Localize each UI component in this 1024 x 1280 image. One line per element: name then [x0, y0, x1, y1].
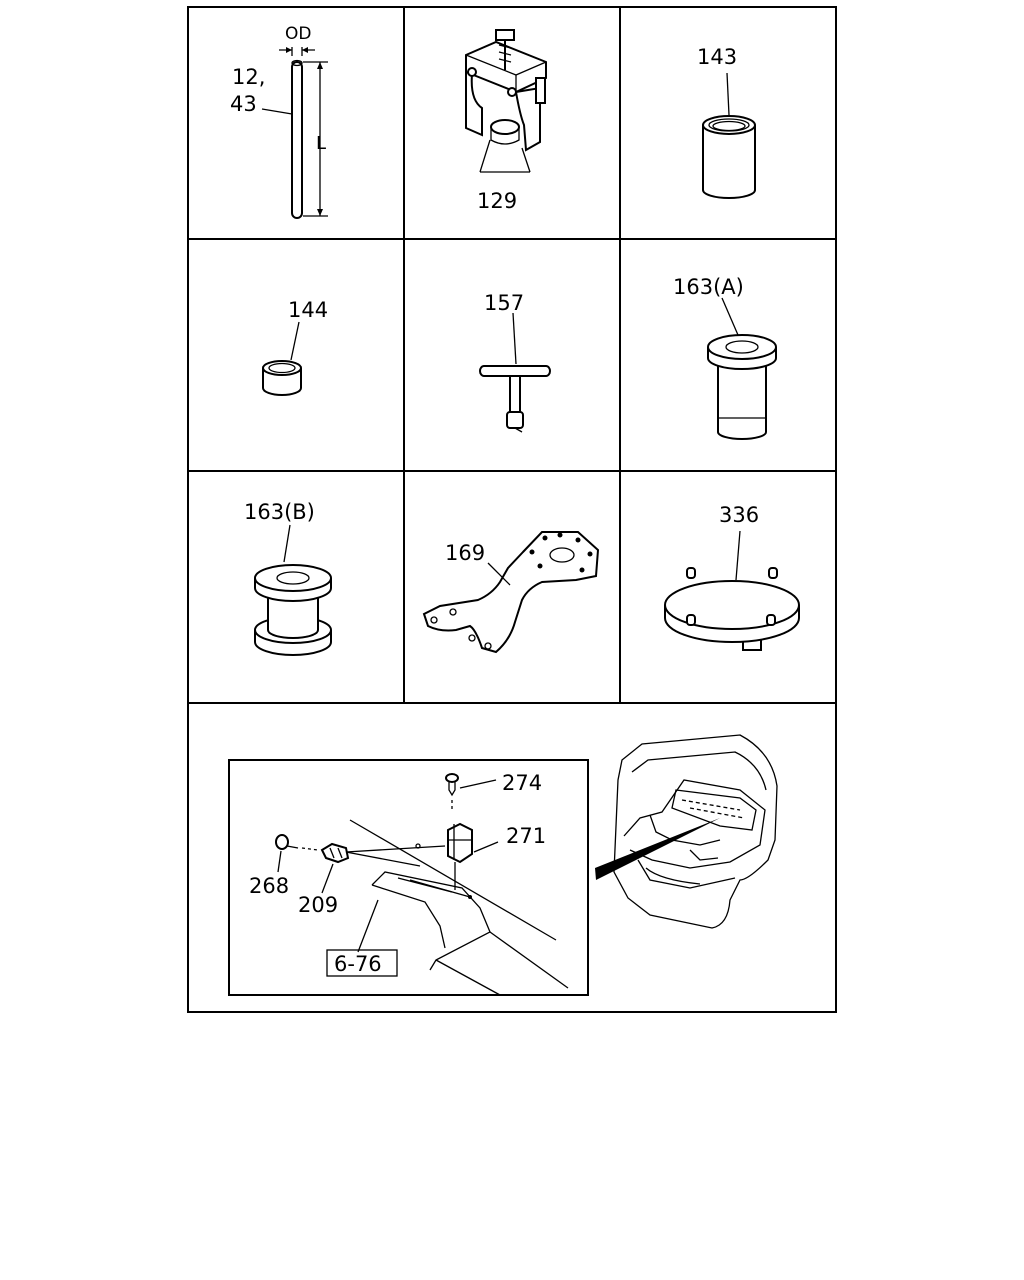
grid-frame	[187, 6, 837, 1013]
cell-flanged-installer-a: 163(A)	[673, 275, 777, 440]
holder-bracket-illustration	[422, 531, 600, 654]
reference-6-76: 6-76	[334, 952, 382, 976]
label-157: 157	[484, 291, 524, 315]
flanged-installer-a-illustration	[707, 297, 777, 440]
label-274: 274	[502, 771, 542, 795]
label-12: 12,	[232, 65, 265, 89]
cell-sleeve: 143	[697, 45, 756, 199]
t-wrench-illustration	[479, 312, 551, 433]
sleeve-illustration	[702, 72, 756, 199]
puller-illustration	[465, 29, 547, 173]
label-144: 144	[288, 298, 328, 322]
short-sleeve-illustration	[262, 321, 302, 396]
vehicle-overview	[595, 734, 778, 929]
cell-short-sleeve: 144	[262, 298, 328, 396]
cell-puller: 129	[465, 29, 547, 213]
label-169: 169	[445, 541, 485, 565]
label-268: 268	[249, 874, 289, 898]
detail-panel: 274 271 268 209 6-76	[228, 759, 589, 996]
dim-length-label: L	[316, 133, 326, 154]
label-163a: 163(A)	[673, 275, 744, 299]
label-209: 209	[298, 893, 338, 917]
cell-disc-plate: 336	[664, 503, 800, 651]
label-271: 271	[506, 824, 546, 848]
label-163b: 163(B)	[244, 500, 315, 524]
label-43: 43	[230, 92, 257, 116]
dim-od-label: OD	[285, 24, 311, 44]
rod-illustration	[261, 47, 328, 219]
cell-rod: 12, 43 OD L	[230, 24, 328, 219]
label-336: 336	[719, 503, 759, 527]
spool-installer-b-illustration	[254, 524, 332, 656]
cell-t-wrench: 157	[479, 291, 551, 433]
label-129: 129	[477, 189, 517, 213]
detail-illustration	[275, 773, 569, 996]
cell-spool-installer-b: 163(B)	[244, 500, 332, 656]
cell-holder-bracket: 169	[422, 531, 600, 654]
disc-plate-illustration	[664, 530, 800, 651]
label-143: 143	[697, 45, 737, 69]
